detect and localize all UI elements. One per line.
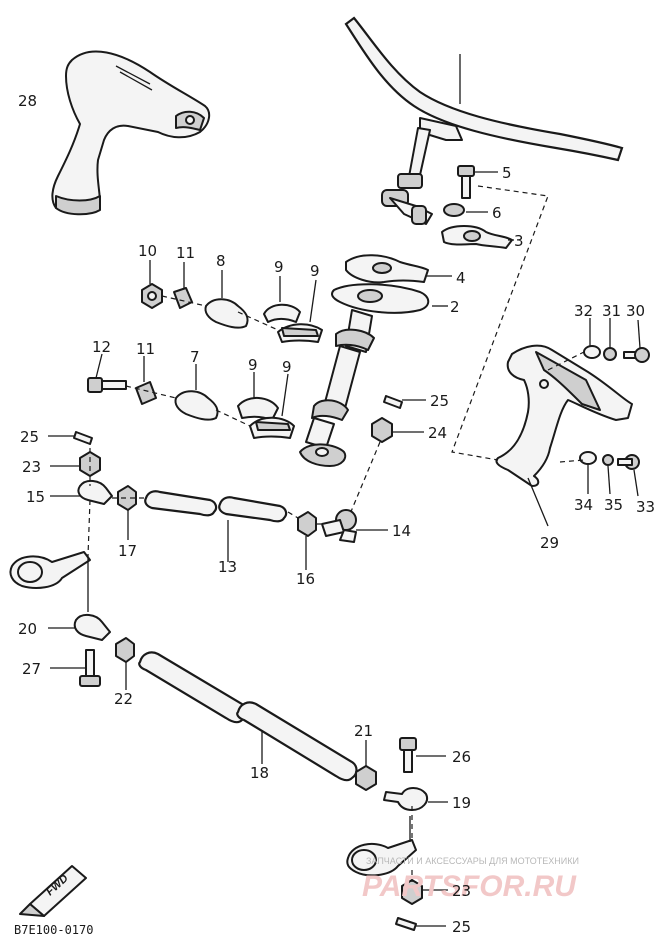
- label-part-19: 19: [452, 794, 471, 812]
- label-part-35: 35: [604, 496, 623, 514]
- label-part-26: 26: [452, 748, 471, 766]
- part-rod-13: [144, 490, 288, 562]
- part-clamp-9b: [277, 279, 323, 343]
- label-part-10: 10: [138, 242, 157, 260]
- label-part-28: 28: [18, 92, 37, 110]
- label-part-15: 15: [26, 488, 45, 506]
- watermark-brand: PARTSFOR.RU: [362, 870, 577, 903]
- part-nut-31: [603, 318, 617, 361]
- part-pin-25b: [383, 395, 426, 409]
- label-part-6: 6: [492, 204, 502, 222]
- part-clamp-9a: [263, 276, 301, 323]
- label-part-9d: 9: [282, 358, 292, 376]
- part-handlebar: [344, 16, 624, 225]
- part-washer-6: [443, 203, 488, 217]
- fwd-arrow-icon: FWD: [19, 865, 87, 917]
- part-clamp-8: [204, 270, 249, 329]
- part-upper-clamp-4: [345, 254, 452, 284]
- label-part-27: 27: [22, 660, 41, 678]
- part-nut-24: [371, 417, 424, 443]
- part-bolt-5: [457, 165, 498, 199]
- label-part-20: 20: [18, 620, 37, 638]
- label-part-17: 17: [118, 542, 137, 560]
- part-clamp-3: [441, 225, 514, 249]
- part-pin-25c: [395, 917, 446, 931]
- part-plate-11a: [173, 262, 193, 309]
- part-nut-17: [117, 485, 137, 540]
- part-joint-14: [321, 509, 388, 543]
- label-part-8: 8: [216, 252, 226, 270]
- label-part-16: 16: [296, 570, 315, 588]
- label-part-13: 13: [218, 558, 237, 576]
- label-part-23b: 23: [452, 882, 471, 900]
- label-part-34: 34: [574, 496, 593, 514]
- label-part-24: 24: [428, 424, 447, 442]
- part-steering-column: [299, 309, 375, 467]
- part-clamp-7: [174, 364, 219, 421]
- part-panel-29: [495, 344, 633, 527]
- label-part-14: 14: [392, 522, 411, 540]
- part-pin-25a: [48, 431, 93, 445]
- part-plate-11b: [135, 356, 157, 405]
- part-clamp-9d: [249, 373, 295, 439]
- label-part-33: 33: [636, 498, 655, 516]
- label-part-29: 29: [540, 534, 559, 552]
- part-washer-34: [579, 451, 597, 494]
- label-part-2: 2: [450, 298, 460, 316]
- part-bolt-27: [50, 649, 101, 687]
- part-screw-30: [623, 319, 650, 363]
- label-part-9a: 9: [274, 258, 284, 276]
- watermark-caption: ЗАПЧАСТИ И АКСЕССУАРЫ ДЛЯ МОТОТЕХНИКИ: [366, 856, 579, 866]
- part-handle-cover-28: [51, 50, 211, 216]
- label-part-3: 3: [514, 232, 524, 250]
- label-part-25b: 25: [430, 392, 449, 410]
- label-part-22: 22: [114, 690, 133, 708]
- part-nut-22: [115, 637, 135, 690]
- label-part-7: 7: [190, 348, 200, 366]
- part-knuckle-left: [9, 551, 91, 612]
- label-part-4: 4: [456, 269, 466, 287]
- label-part-9c: 9: [248, 356, 258, 374]
- label-part-32: 32: [574, 302, 593, 320]
- part-bracket-2: [331, 283, 448, 314]
- part-grommet-32: [583, 318, 601, 359]
- part-rod-18: [138, 651, 358, 782]
- label-part-21: 21: [354, 722, 373, 740]
- part-bolt-12: [87, 353, 127, 393]
- part-bolt-26: [399, 737, 446, 773]
- label-part-30: 30: [626, 302, 645, 320]
- label-part-18: 18: [250, 764, 269, 782]
- label-part-23a: 23: [22, 458, 41, 476]
- diagram-code: B7E100-0170: [14, 923, 93, 937]
- label-part-25a: 25: [20, 428, 39, 446]
- part-nut-23a: [50, 451, 101, 477]
- part-joint-19: [383, 787, 448, 811]
- label-part-11a: 11: [176, 244, 195, 262]
- part-screw-33: [617, 454, 640, 497]
- label-part-12: 12: [92, 338, 111, 356]
- part-clamp-9c: [237, 372, 279, 421]
- label-part-5: 5: [502, 164, 512, 182]
- part-nut-16: [297, 511, 317, 570]
- label-part-31: 31: [602, 302, 621, 320]
- part-joint-20: [48, 614, 111, 641]
- label-part-11b: 11: [136, 340, 155, 358]
- part-knuckle-right: [346, 816, 417, 877]
- label-part-9b: 9: [310, 262, 320, 280]
- part-washer-35: [602, 454, 614, 495]
- part-nut-10: [141, 260, 163, 309]
- part-nut-21: [355, 740, 377, 791]
- part-joint-15: [50, 480, 113, 505]
- label-part-25c: 25: [452, 918, 471, 936]
